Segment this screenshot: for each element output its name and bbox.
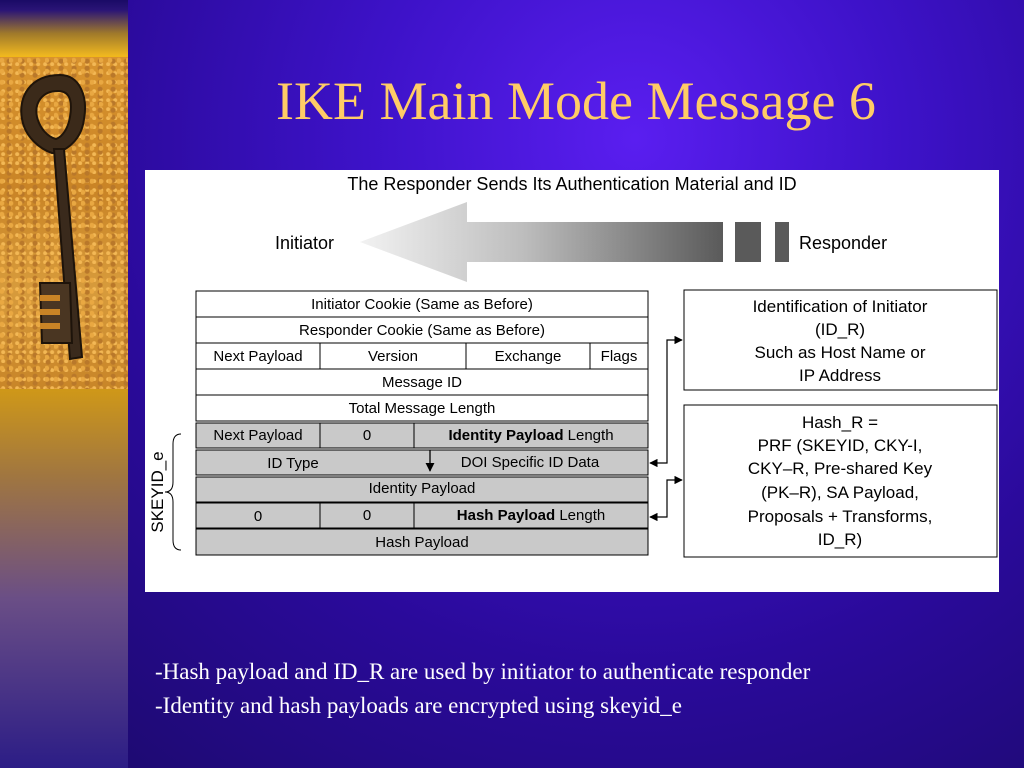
ike-message-diagram: The Responder Sends Its Authentication M… <box>145 170 999 592</box>
enc-reserved-field-1: 0 <box>363 427 371 444</box>
hash-payload-field: Hash Payload <box>375 534 468 551</box>
slide-title: IKE Main Mode Message 6 <box>276 71 876 131</box>
id-box-line-2: (ID_R) <box>815 320 865 339</box>
skeyid-brace <box>164 433 182 551</box>
slide-notes: -Hash payload and ID_R are used by initi… <box>155 655 1015 723</box>
enc-reserved-field-2: 0 <box>363 507 371 524</box>
flags-field: Flags <box>601 348 638 365</box>
arrow-block-2 <box>775 222 789 262</box>
hash-length-suffix: Length <box>555 507 605 524</box>
exchange-field: Exchange <box>495 348 562 365</box>
diagram-heading: The Responder Sends Its Authentication M… <box>347 174 796 194</box>
id-box-line-4: IP Address <box>799 366 881 385</box>
responder-label: Responder <box>799 233 887 253</box>
message-id-field: Message ID <box>382 374 462 391</box>
note-line-2: -Identity and hash payloads are encrypte… <box>155 693 682 718</box>
id-description-box <box>683 289 998 391</box>
identity-payload-field: Identity Payload <box>369 480 476 497</box>
encrypted-payloads <box>195 422 649 556</box>
isakmp-header <box>195 290 649 422</box>
total-length-field: Total Message Length <box>349 400 496 417</box>
hash-description-box <box>683 404 998 558</box>
skeyid-label: SKEYID_e <box>148 451 167 532</box>
left-bar-top-strip <box>0 0 128 56</box>
hash-length-bold: Hash Payload <box>457 507 555 524</box>
hash-box-line-5: Proposals + Transforms, <box>748 507 933 526</box>
hash-box-line-6: ID_R) <box>818 530 862 549</box>
initiator-cookie-field: Initiator Cookie (Same as Before) <box>311 296 533 313</box>
left-decorative-bar <box>0 0 128 768</box>
hash-length-field: Hash Payload Length <box>457 507 605 524</box>
id-type-field: ID Type <box>267 455 318 472</box>
enc-next-payload-zero: 0 <box>254 508 262 525</box>
identity-length-field: Identity Payload Length <box>448 427 613 444</box>
hash-box-line-3: CKY–R, Pre-shared Key <box>748 459 933 478</box>
version-field: Version <box>368 348 418 365</box>
direction-arrow <box>360 202 723 282</box>
enc-next-payload-field: Next Payload <box>213 427 302 444</box>
hash-connector <box>649 475 683 522</box>
initiator-label: Initiator <box>275 233 334 253</box>
next-payload-field: Next Payload <box>213 348 302 365</box>
key-photo <box>0 57 128 389</box>
diagram-canvas: The Responder Sends Its Authentication M… <box>148 174 998 558</box>
note-line-1: -Hash payload and ID_R are used by initi… <box>155 659 811 684</box>
hash-box-line-1: Hash_R = <box>802 413 878 432</box>
responder-cookie-field: Responder Cookie (Same as Before) <box>299 322 545 339</box>
hash-box-line-4: (PK–R), SA Payload, <box>761 483 919 502</box>
id-box-line-1: Identification of Initiator <box>753 297 928 316</box>
doi-data-field: DOI Specific ID Data <box>461 454 600 471</box>
identity-length-bold: Identity Payload <box>448 427 563 444</box>
id-box-line-3: Such as Host Name or <box>754 343 925 362</box>
arrow-block-1 <box>735 222 761 262</box>
identity-length-suffix: Length <box>563 427 613 444</box>
hash-box-line-2: PRF (SKEYID, CKY-I, <box>758 436 923 455</box>
id-connector <box>649 335 683 468</box>
key-icon <box>20 73 86 361</box>
